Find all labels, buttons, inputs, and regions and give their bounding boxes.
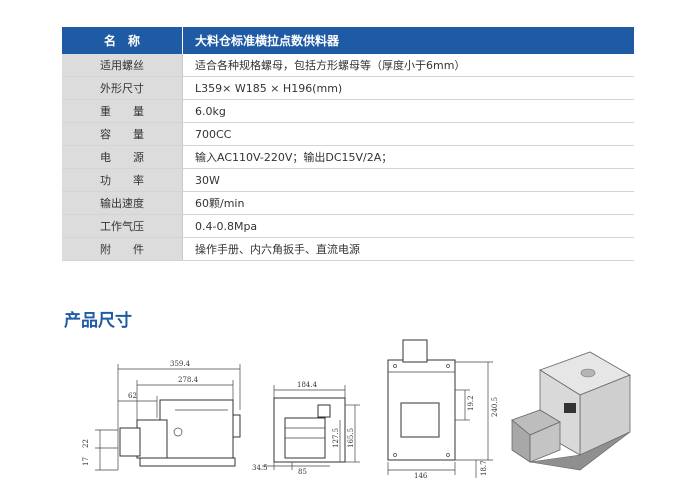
side-dim-inner-length: 278.4 <box>178 376 199 384</box>
spec-header-value: 大料仓标准横拉点数供料器 <box>182 27 634 54</box>
front-dim-width: 184.4 <box>297 381 318 389</box>
spec-row: 电 源输入AC110V-220V；输出DC15V/2A； <box>62 145 634 169</box>
spec-key: 附 件 <box>62 237 183 261</box>
spec-key: 电 源 <box>62 145 183 169</box>
spec-value: 适合各种规格螺母，包括方形螺母等（厚度小于6mm） <box>182 54 634 77</box>
front-dim-base: 85 <box>298 468 307 476</box>
spec-value: 0.4-0.8Mpa <box>182 214 634 238</box>
side-view-drawing: 359.4 278.4 62 22 17 <box>82 360 241 471</box>
spec-key: 适用螺丝 <box>62 54 183 77</box>
spec-key: 输出速度 <box>62 191 183 215</box>
spec-header-row: 名 称 大料仓标准横拉点数供料器 <box>62 27 634 54</box>
side-dim-length: 359.4 <box>170 360 191 368</box>
spec-value: 输入AC110V-220V；输出DC15V/2A； <box>182 145 634 169</box>
spec-table: 名 称 大料仓标准横拉点数供料器 适用螺丝适合各种规格螺母，包括方形螺母等（厚度… <box>62 27 634 261</box>
spec-key: 容 量 <box>62 122 183 146</box>
spec-value: 6.0kg <box>182 99 634 123</box>
section-title: 产品尺寸 <box>64 311 132 331</box>
top-dim-width: 146 <box>414 472 428 480</box>
top-dim-depth: 240.5 <box>491 397 499 417</box>
top-dim-slot: 19.2 <box>467 395 475 411</box>
spec-value: 30W <box>182 168 634 192</box>
side-dim-offset: 62 <box>128 392 137 400</box>
spec-key: 功 率 <box>62 168 183 192</box>
spec-key: 外形尺寸 <box>62 76 183 100</box>
top-dim-offset: 18.7 <box>480 460 488 476</box>
spec-header-key: 名 称 <box>62 27 183 54</box>
spec-value: L359× W185 × H196(mm) <box>182 76 634 100</box>
spec-key: 重 量 <box>62 99 183 123</box>
spec-row: 附 件操作手册、内六角扳手、直流电源 <box>62 237 634 261</box>
front-dim-offset: 34.5 <box>252 464 268 472</box>
front-view-drawing: 184.4 127.5 165.5 34.5 85 <box>252 381 360 476</box>
product-illustration <box>511 351 631 471</box>
spec-row: 适用螺丝适合各种规格螺母，包括方形螺母等（厚度小于6mm） <box>62 54 634 77</box>
spec-value: 操作手册、内六角扳手、直流电源 <box>182 237 634 261</box>
front-dim-height-a: 127.5 <box>332 428 340 448</box>
front-dim-height-b: 165.5 <box>347 428 355 448</box>
top-view-drawing: 19.2 240.5 146 18.7 <box>387 339 499 480</box>
spec-value: 700CC <box>182 122 634 146</box>
spec-value: 60颗/min <box>182 191 634 215</box>
side-dim-height-b: 17 <box>82 457 90 466</box>
spec-key: 工作气压 <box>62 214 183 238</box>
side-dim-height-a: 22 <box>82 439 90 448</box>
